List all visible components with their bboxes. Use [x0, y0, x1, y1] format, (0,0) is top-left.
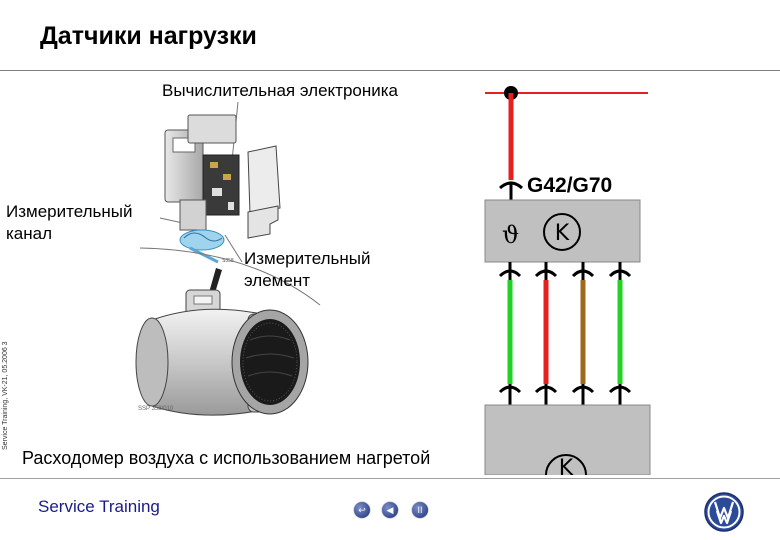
sensor-cover: [247, 145, 281, 239]
nav-pause-button[interactable]: II: [412, 502, 428, 518]
nav-back-button[interactable]: ↩: [354, 502, 370, 518]
side-note: Service Training, VK-21, 05.2006 3: [2, 341, 9, 450]
label-measuring-element: Измерительный элемент: [244, 249, 371, 290]
svg-text:K: K: [555, 221, 570, 246]
nav-previous-button[interactable]: ◀: [382, 502, 398, 518]
slide-title: Датчики нагрузки: [40, 22, 257, 50]
label-computing-electronics: Вычислительная электроника: [162, 81, 399, 100]
control-unit-lower-icon: [545, 454, 587, 475]
component-label: G42/G70: [527, 174, 612, 197]
temperature-symbol: ϑ: [502, 221, 519, 249]
slide-caption: Расходомер воздуха с использованием нагр…: [22, 448, 431, 468]
vw-logo-icon: [704, 492, 744, 532]
svg-text:K: K: [559, 456, 574, 475]
footer-divider: [0, 478, 780, 479]
label-measuring-channel: Измерительный канал: [6, 202, 133, 243]
small-code: S358: [222, 258, 234, 264]
meter-housing: [135, 289, 309, 416]
circuit-diagram: G42/G70 ϑ K K: [484, 86, 651, 475]
title-divider: [0, 70, 780, 71]
control-unit-icon: [543, 213, 581, 251]
footer-brand: Service Training: [38, 497, 160, 516]
air-mass-meter-drawing: S358 SSP 358/010: [135, 101, 321, 416]
ssp-code: SSP 358/010: [138, 406, 174, 412]
sensor-module: [164, 114, 240, 264]
wire-group: [498, 262, 632, 405]
